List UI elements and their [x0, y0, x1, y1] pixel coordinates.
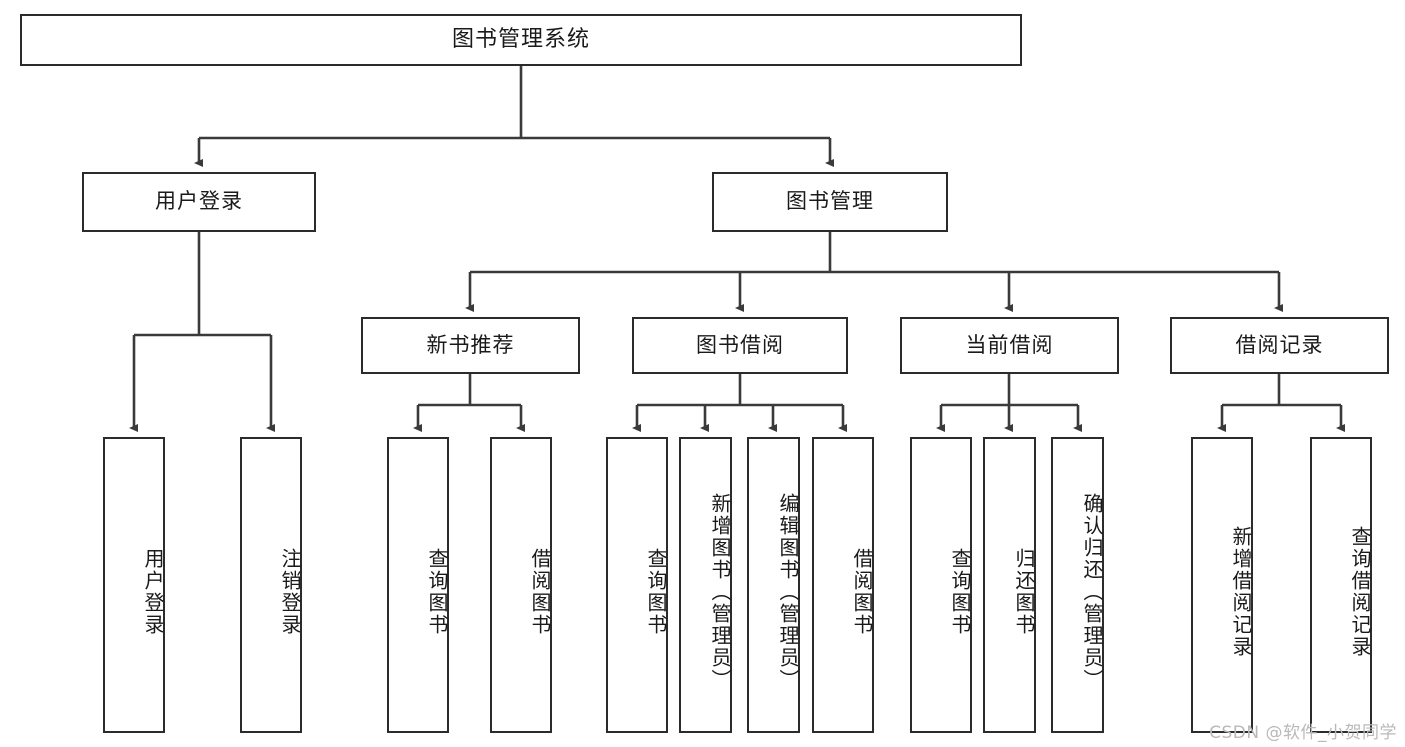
- watermark: CSDN @软件_小贺同学: [1209, 723, 1397, 743]
- node-leaf-query-book-2[interactable]: 查询图书: [606, 437, 668, 733]
- node-leaf-add-book[interactable]: 新增图书（管理员）: [679, 437, 732, 733]
- node-new-book-rec[interactable]: 新书推荐: [361, 317, 580, 374]
- node-book-manage[interactable]: 图书管理: [712, 172, 948, 232]
- node-borrow-record[interactable]: 借阅记录: [1170, 317, 1389, 374]
- node-leaf-borrow-book-2[interactable]: 借阅图书: [812, 437, 874, 733]
- node-leaf-edit-book[interactable]: 编辑图书（管理员）: [747, 437, 800, 733]
- node-leaf-query-book-3[interactable]: 查询图书: [910, 437, 972, 733]
- node-leaf-confirm-return[interactable]: 确认归还（管理员）: [1051, 437, 1104, 733]
- node-leaf-user-login[interactable]: 用户登录: [103, 437, 165, 733]
- node-leaf-borrow-book-1[interactable]: 借阅图书: [490, 437, 552, 733]
- node-leaf-query-book-1[interactable]: 查询图书: [387, 437, 449, 733]
- node-book-borrow[interactable]: 图书借阅: [632, 317, 848, 374]
- node-leaf-return-book[interactable]: 归还图书: [983, 437, 1036, 733]
- node-current-borrow[interactable]: 当前借阅: [900, 317, 1119, 374]
- node-user-login[interactable]: 用户登录: [82, 172, 316, 232]
- node-root[interactable]: 图书管理系统: [20, 14, 1022, 66]
- node-leaf-query-record[interactable]: 查询借阅记录: [1310, 437, 1372, 733]
- node-leaf-add-record[interactable]: 新增借阅记录: [1191, 437, 1253, 733]
- node-leaf-logout[interactable]: 注销登录: [240, 437, 302, 733]
